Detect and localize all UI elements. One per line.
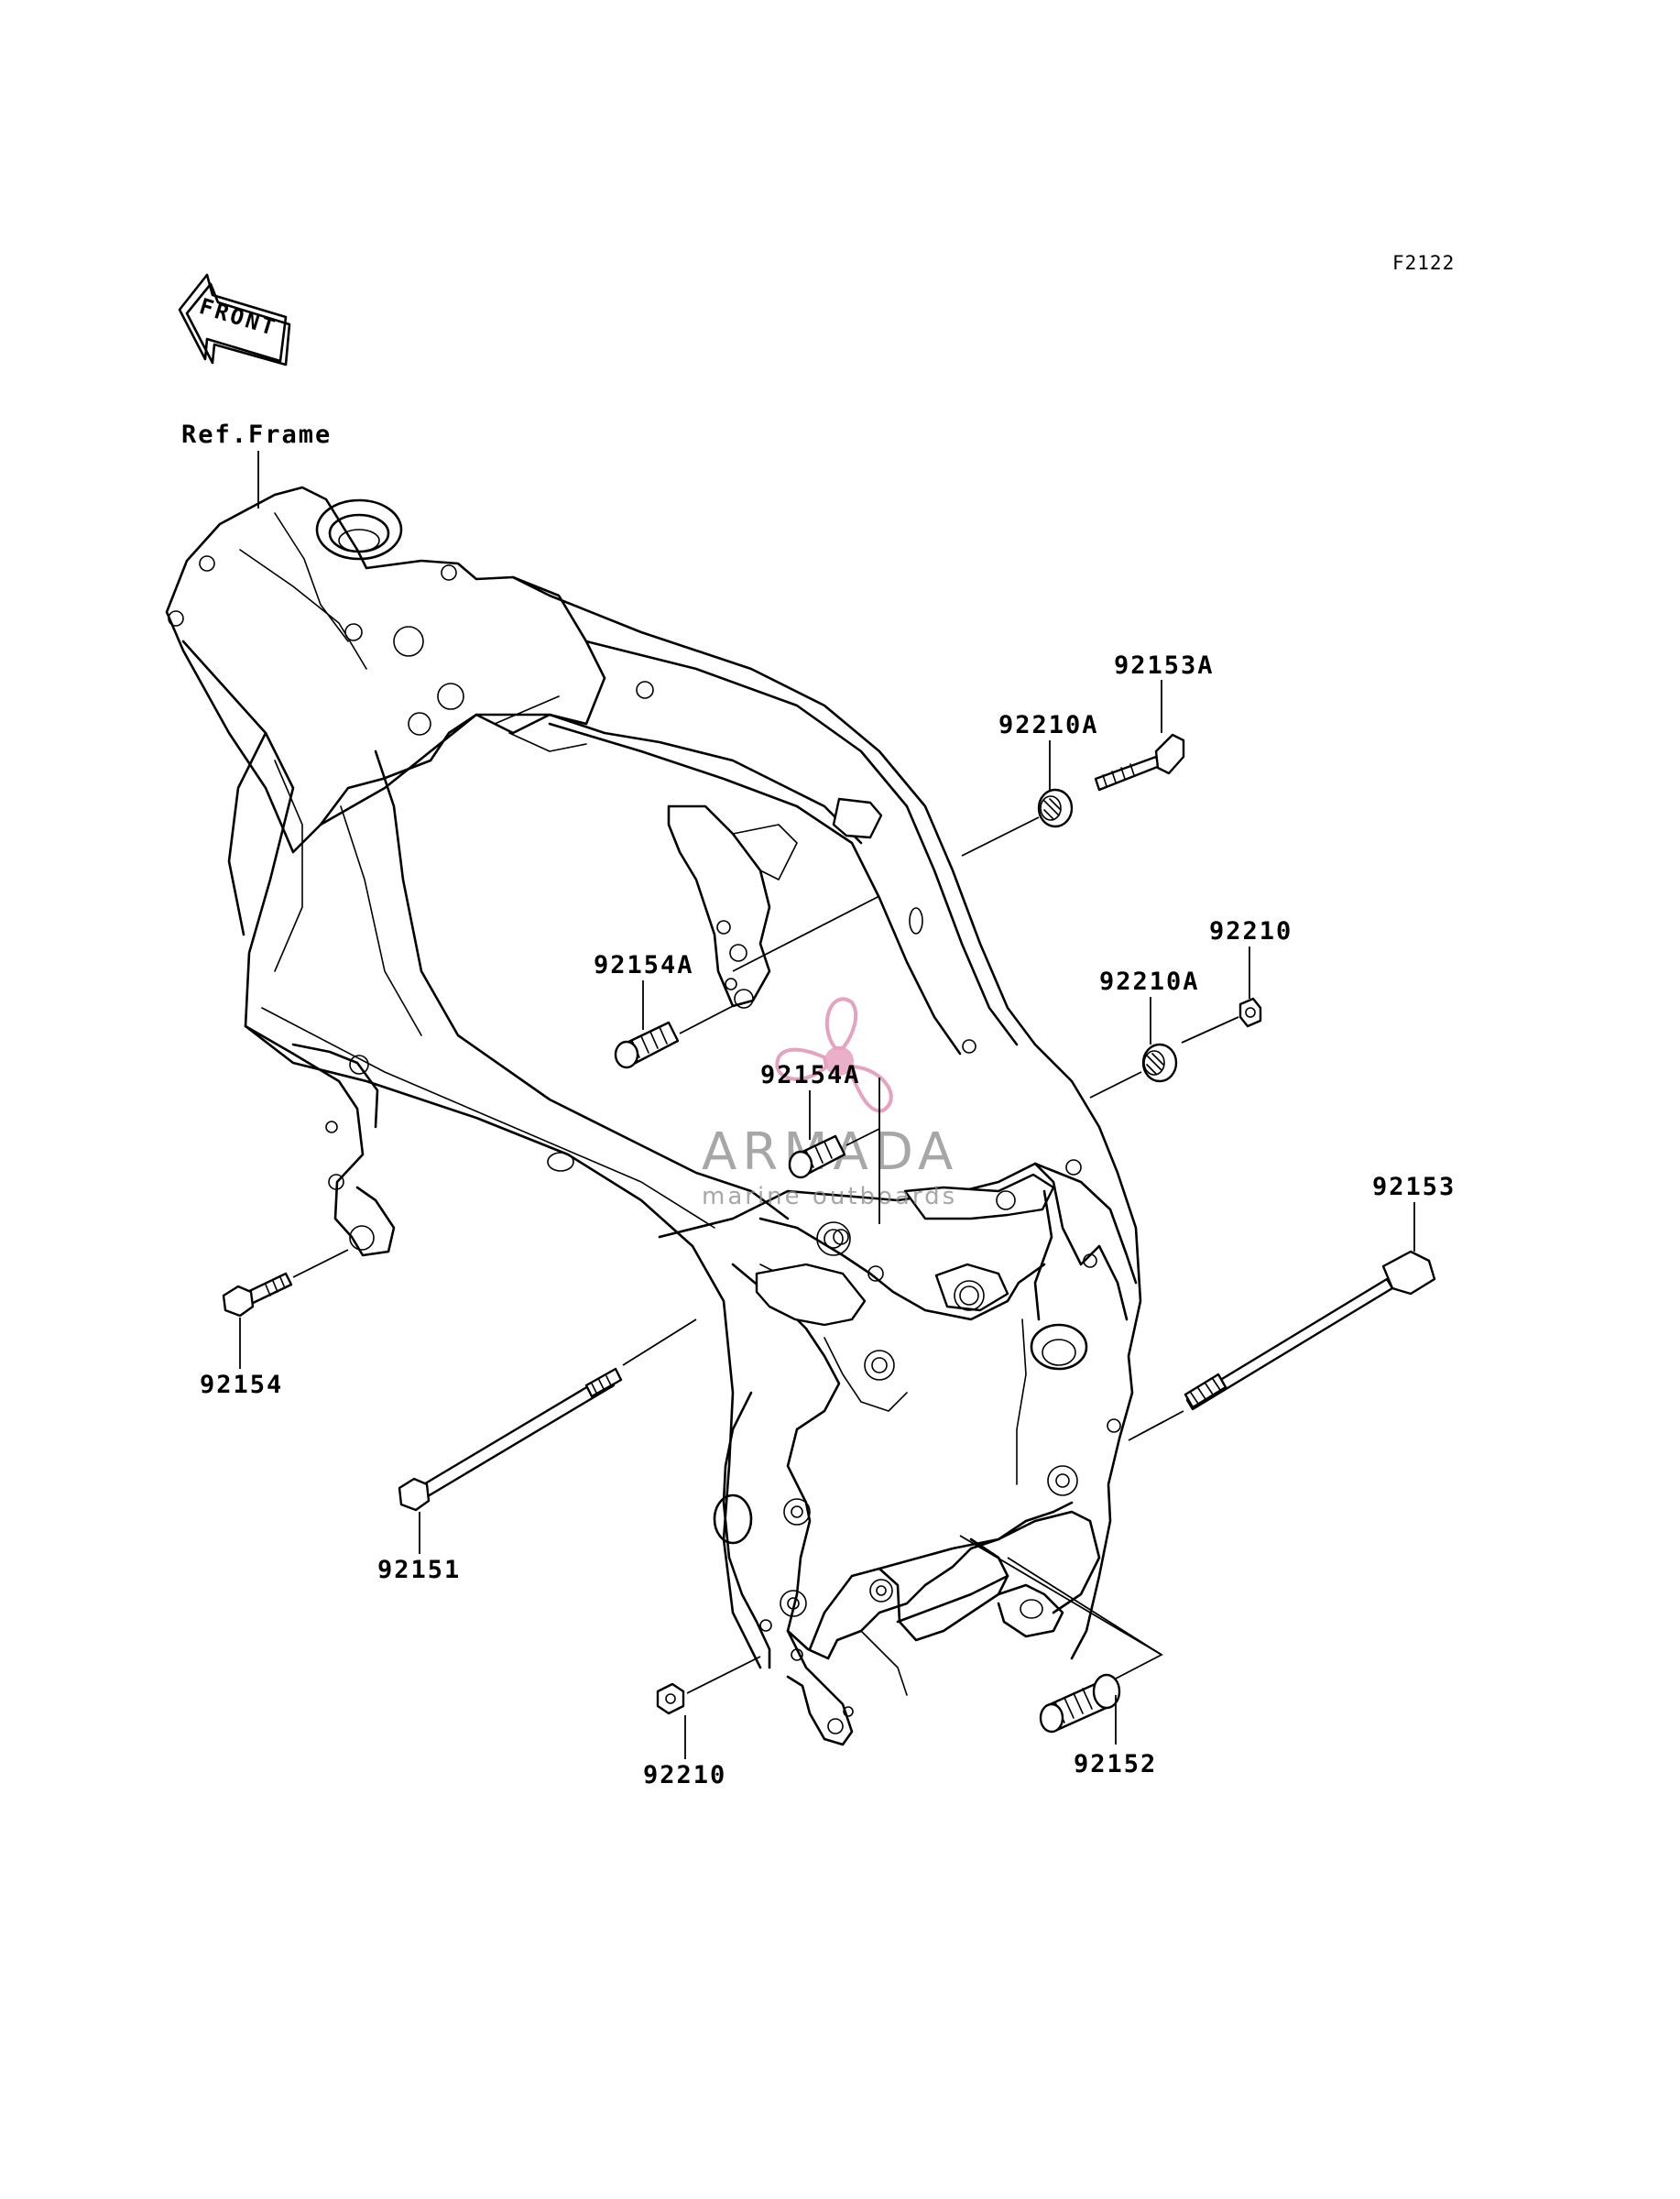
part-92154A-collar-left[interactable] xyxy=(614,1021,680,1069)
part-92210A-rubber-mid[interactable] xyxy=(1141,1043,1178,1083)
part-92153A-bolt[interactable] xyxy=(1094,733,1185,792)
part-92154A-collar-center[interactable] xyxy=(788,1134,846,1179)
front-direction-arrow-icon: FRONT xyxy=(178,273,291,366)
reference-frame-label: Ref.Frame xyxy=(181,421,332,449)
label-92153[interactable]: 92153 xyxy=(1372,1173,1456,1201)
label-92210-right[interactable]: 92210 xyxy=(1209,917,1293,946)
label-92210-bottom[interactable]: 92210 xyxy=(643,1761,726,1789)
label-92154A-center[interactable]: 92154A xyxy=(760,1061,861,1089)
label-92153A[interactable]: 92153A xyxy=(1114,651,1215,680)
part-92210-nut-right[interactable] xyxy=(1238,997,1262,1028)
part-92152-collar[interactable] xyxy=(1039,1673,1121,1734)
label-92210A-top[interactable]: 92210A xyxy=(998,711,1099,739)
propeller-logo-icon xyxy=(775,997,893,1113)
part-92153-long-bolt[interactable] xyxy=(1184,1250,1436,1411)
part-92210A-rubber-top[interactable] xyxy=(1037,788,1074,828)
label-92210A-mid[interactable]: 92210A xyxy=(1099,968,1200,996)
part-92151-long-bolt[interactable] xyxy=(398,1367,623,1512)
part-92154-bolt[interactable] xyxy=(222,1272,293,1318)
label-92154A-left[interactable]: 92154A xyxy=(594,951,694,979)
part-92210-nut-bottom[interactable] xyxy=(656,1682,685,1715)
watermark-tagline: marine outboards xyxy=(702,1183,957,1210)
motorcycle-frame xyxy=(165,486,1142,1746)
diagram-code: F2122 xyxy=(1392,252,1455,274)
label-92154[interactable]: 92154 xyxy=(200,1371,283,1399)
label-92152[interactable]: 92152 xyxy=(1074,1750,1157,1778)
armada-watermark: ARMADA marine outboards xyxy=(702,997,957,1210)
label-92151[interactable]: 92151 xyxy=(377,1556,461,1584)
